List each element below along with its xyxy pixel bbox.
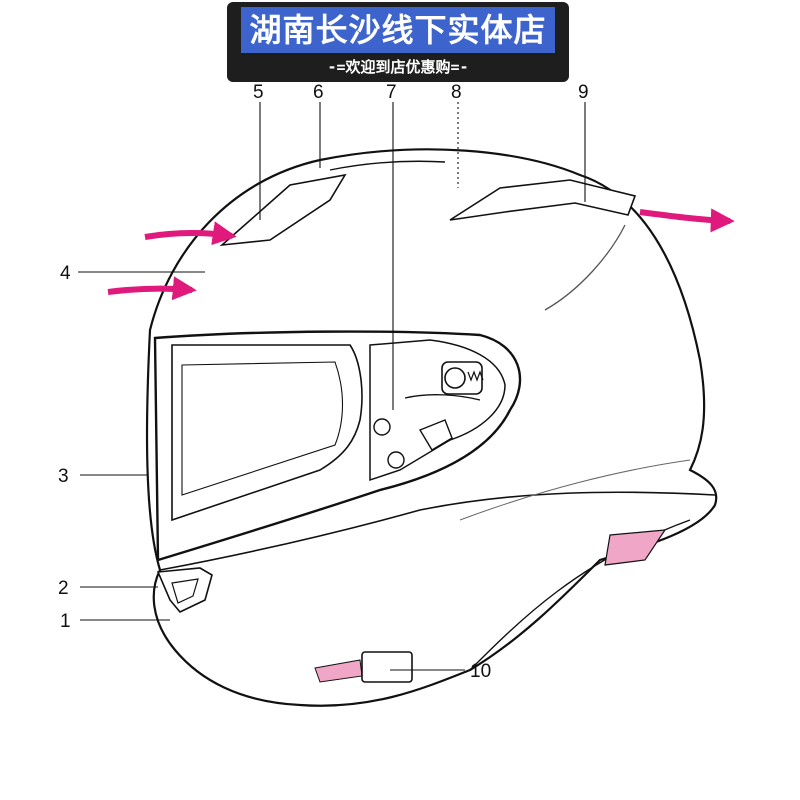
pivot-arm: [404, 394, 481, 401]
callout-label-2: 2: [58, 578, 69, 599]
rear-pink-panel: [604, 529, 667, 566]
callout-label-3: 3: [58, 466, 69, 487]
side-style-line-2: [459, 459, 691, 521]
callout-label-9: 9: [578, 82, 589, 103]
top-vent-crown: [329, 160, 446, 171]
pivot-latch: [418, 419, 453, 451]
callout-label-6: 6: [313, 82, 324, 103]
callout-label-5: 5: [253, 82, 264, 103]
callout-label-4: 4: [60, 263, 71, 284]
pivot-knob-lower: [373, 418, 391, 436]
callout-label-1: 1: [60, 611, 71, 632]
rear-spoiler: [449, 179, 637, 221]
callout-label-10: 10: [470, 661, 491, 682]
chin-vent-slot: [171, 578, 199, 604]
banner-title: 湖南长沙线下实体店: [241, 7, 555, 53]
top-vent-front: [219, 173, 347, 247]
callout-label-8: 8: [451, 82, 462, 103]
airflow-exhaust-arrow: [639, 208, 735, 233]
airflow-intake-arrow: [144, 221, 237, 246]
store-banner: 湖南长沙线下实体店 -=欢迎到店优惠购=-: [227, 2, 569, 82]
callout-label-7: 7: [386, 82, 397, 103]
lower-trim-band: [159, 491, 716, 571]
visor-inner-window-2: [181, 361, 344, 496]
side-style-line: [544, 224, 626, 311]
chin-strap-buckle: [361, 651, 413, 683]
pivot-screw: [444, 367, 466, 389]
pivot-spring: [467, 370, 484, 382]
airflow-intake-arrow: [107, 276, 197, 301]
banner-subtitle: -=欢迎到店优惠购=-: [327, 58, 469, 76]
pivot-knob-bottom: [387, 451, 405, 469]
visor-inner-window: [171, 344, 363, 522]
